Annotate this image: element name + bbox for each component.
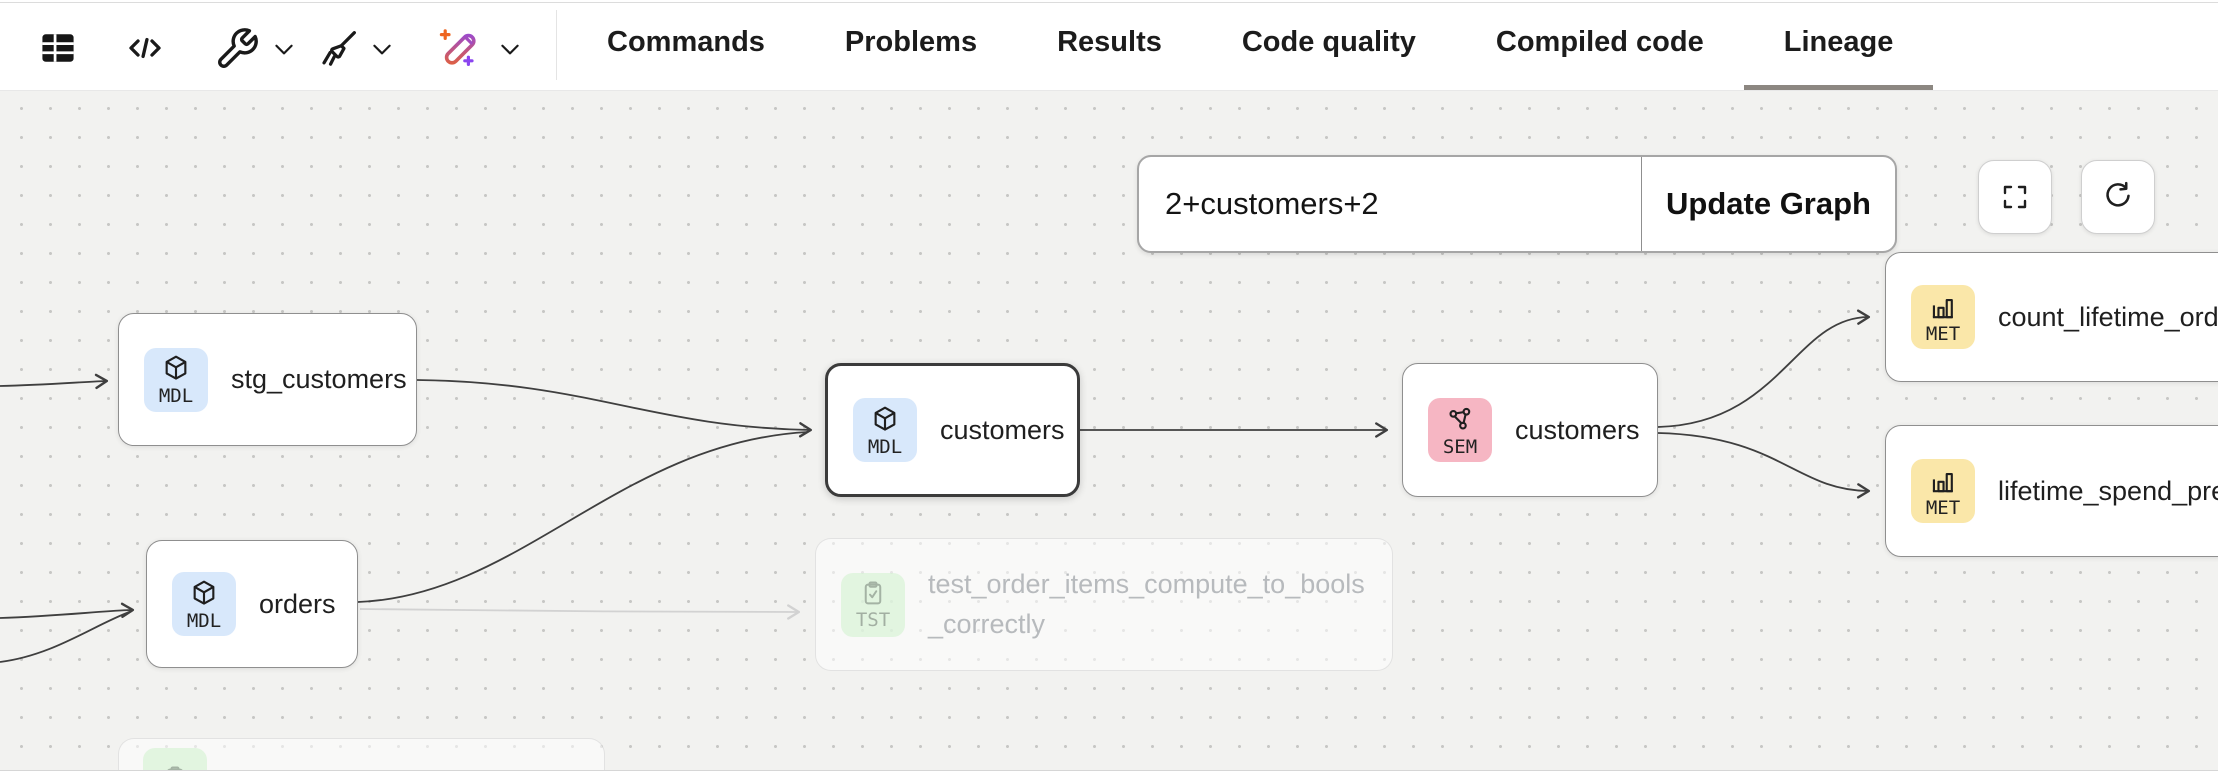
node-label: lifetime_spend_preta — [1998, 476, 2218, 507]
tab-code-quality[interactable]: Code quality — [1202, 0, 1456, 90]
node-type-badge: SEM — [1443, 438, 1477, 457]
edge — [1658, 317, 1868, 427]
magic-pencil-icon[interactable] — [436, 25, 484, 73]
tab-commands[interactable]: Commands — [567, 0, 805, 90]
edge — [0, 381, 106, 386]
lineage-canvas[interactable]: MDL stg_customers MDL orders MDL custome… — [0, 90, 2218, 770]
broom-icon[interactable] — [316, 26, 362, 72]
node-label: customers — [1515, 415, 1640, 446]
node-stg-customers[interactable]: MDL stg_customers — [118, 313, 417, 446]
node-label: customers — [940, 415, 1065, 446]
refresh-button[interactable] — [2081, 160, 2155, 234]
edge-faded — [360, 609, 798, 612]
metric-icon: MET — [1911, 285, 1975, 349]
node-label: orders — [259, 589, 336, 620]
node-type-badge: MDL — [159, 387, 193, 406]
fullscreen-icon — [1999, 181, 2031, 213]
toolbar: Commands Problems Results Code quality C… — [0, 0, 2218, 91]
metric-icon: MET — [1911, 459, 1975, 523]
test-icon — [143, 748, 207, 770]
edge — [358, 432, 808, 602]
chevron-down-icon[interactable] — [368, 36, 396, 62]
code-icon[interactable] — [122, 27, 168, 69]
node-type-badge: MET — [1926, 325, 1960, 344]
edge — [0, 610, 132, 618]
node-lifetime-spend-pretax[interactable]: MET lifetime_spend_preta — [1885, 425, 2218, 557]
test-icon: TST — [841, 573, 905, 637]
chevron-down-icon[interactable] — [496, 36, 524, 62]
model-selector-input[interactable]: 2+customers+2 — [1139, 157, 1642, 251]
graph-filter-bar: 2+customers+2 Update Graph — [1137, 155, 1897, 253]
edge — [417, 380, 810, 430]
model-icon: MDL — [172, 572, 236, 636]
tab-problems[interactable]: Problems — [805, 0, 1017, 90]
bottom-panel-edge — [0, 770, 2218, 781]
table-icon[interactable] — [36, 26, 80, 70]
node-customers-model[interactable]: MDL customers — [825, 363, 1080, 497]
node-label: count_lifetime_order — [1998, 302, 2218, 333]
node-orders[interactable]: MDL orders — [146, 540, 358, 668]
model-icon: MDL — [853, 398, 917, 462]
node-test-order-items[interactable]: TST test_order_items_compute_to_bools_co… — [815, 538, 1393, 671]
node-label: stg_customers — [231, 364, 407, 395]
edge — [0, 611, 132, 662]
node-type-badge: MDL — [187, 612, 221, 631]
tab-compiled-code[interactable]: Compiled code — [1456, 0, 1744, 90]
edge — [1658, 433, 1868, 491]
semantic-icon: SEM — [1428, 398, 1492, 462]
chevron-down-icon[interactable] — [270, 36, 298, 62]
node-test-partial[interactable] — [118, 738, 605, 770]
node-label: test_order_items_compute_to_bools_correc… — [928, 565, 1373, 643]
node-count-lifetime-orders[interactable]: MET count_lifetime_order — [1885, 252, 2218, 382]
tab-results[interactable]: Results — [1017, 0, 1202, 90]
toolbar-divider — [556, 10, 557, 80]
node-type-badge: MET — [1926, 499, 1960, 518]
tab-bar: Commands Problems Results Code quality C… — [567, 0, 1933, 90]
update-graph-button[interactable]: Update Graph — [1642, 157, 1895, 251]
wrench-icon[interactable] — [214, 26, 260, 72]
node-customers-semantic[interactable]: SEM customers — [1402, 363, 1658, 497]
refresh-icon — [2101, 180, 2135, 214]
tab-lineage[interactable]: Lineage — [1744, 0, 1934, 90]
node-type-badge: TST — [856, 611, 890, 630]
node-type-badge: MDL — [868, 438, 902, 457]
model-icon: MDL — [144, 348, 208, 412]
fullscreen-button[interactable] — [1978, 160, 2052, 234]
